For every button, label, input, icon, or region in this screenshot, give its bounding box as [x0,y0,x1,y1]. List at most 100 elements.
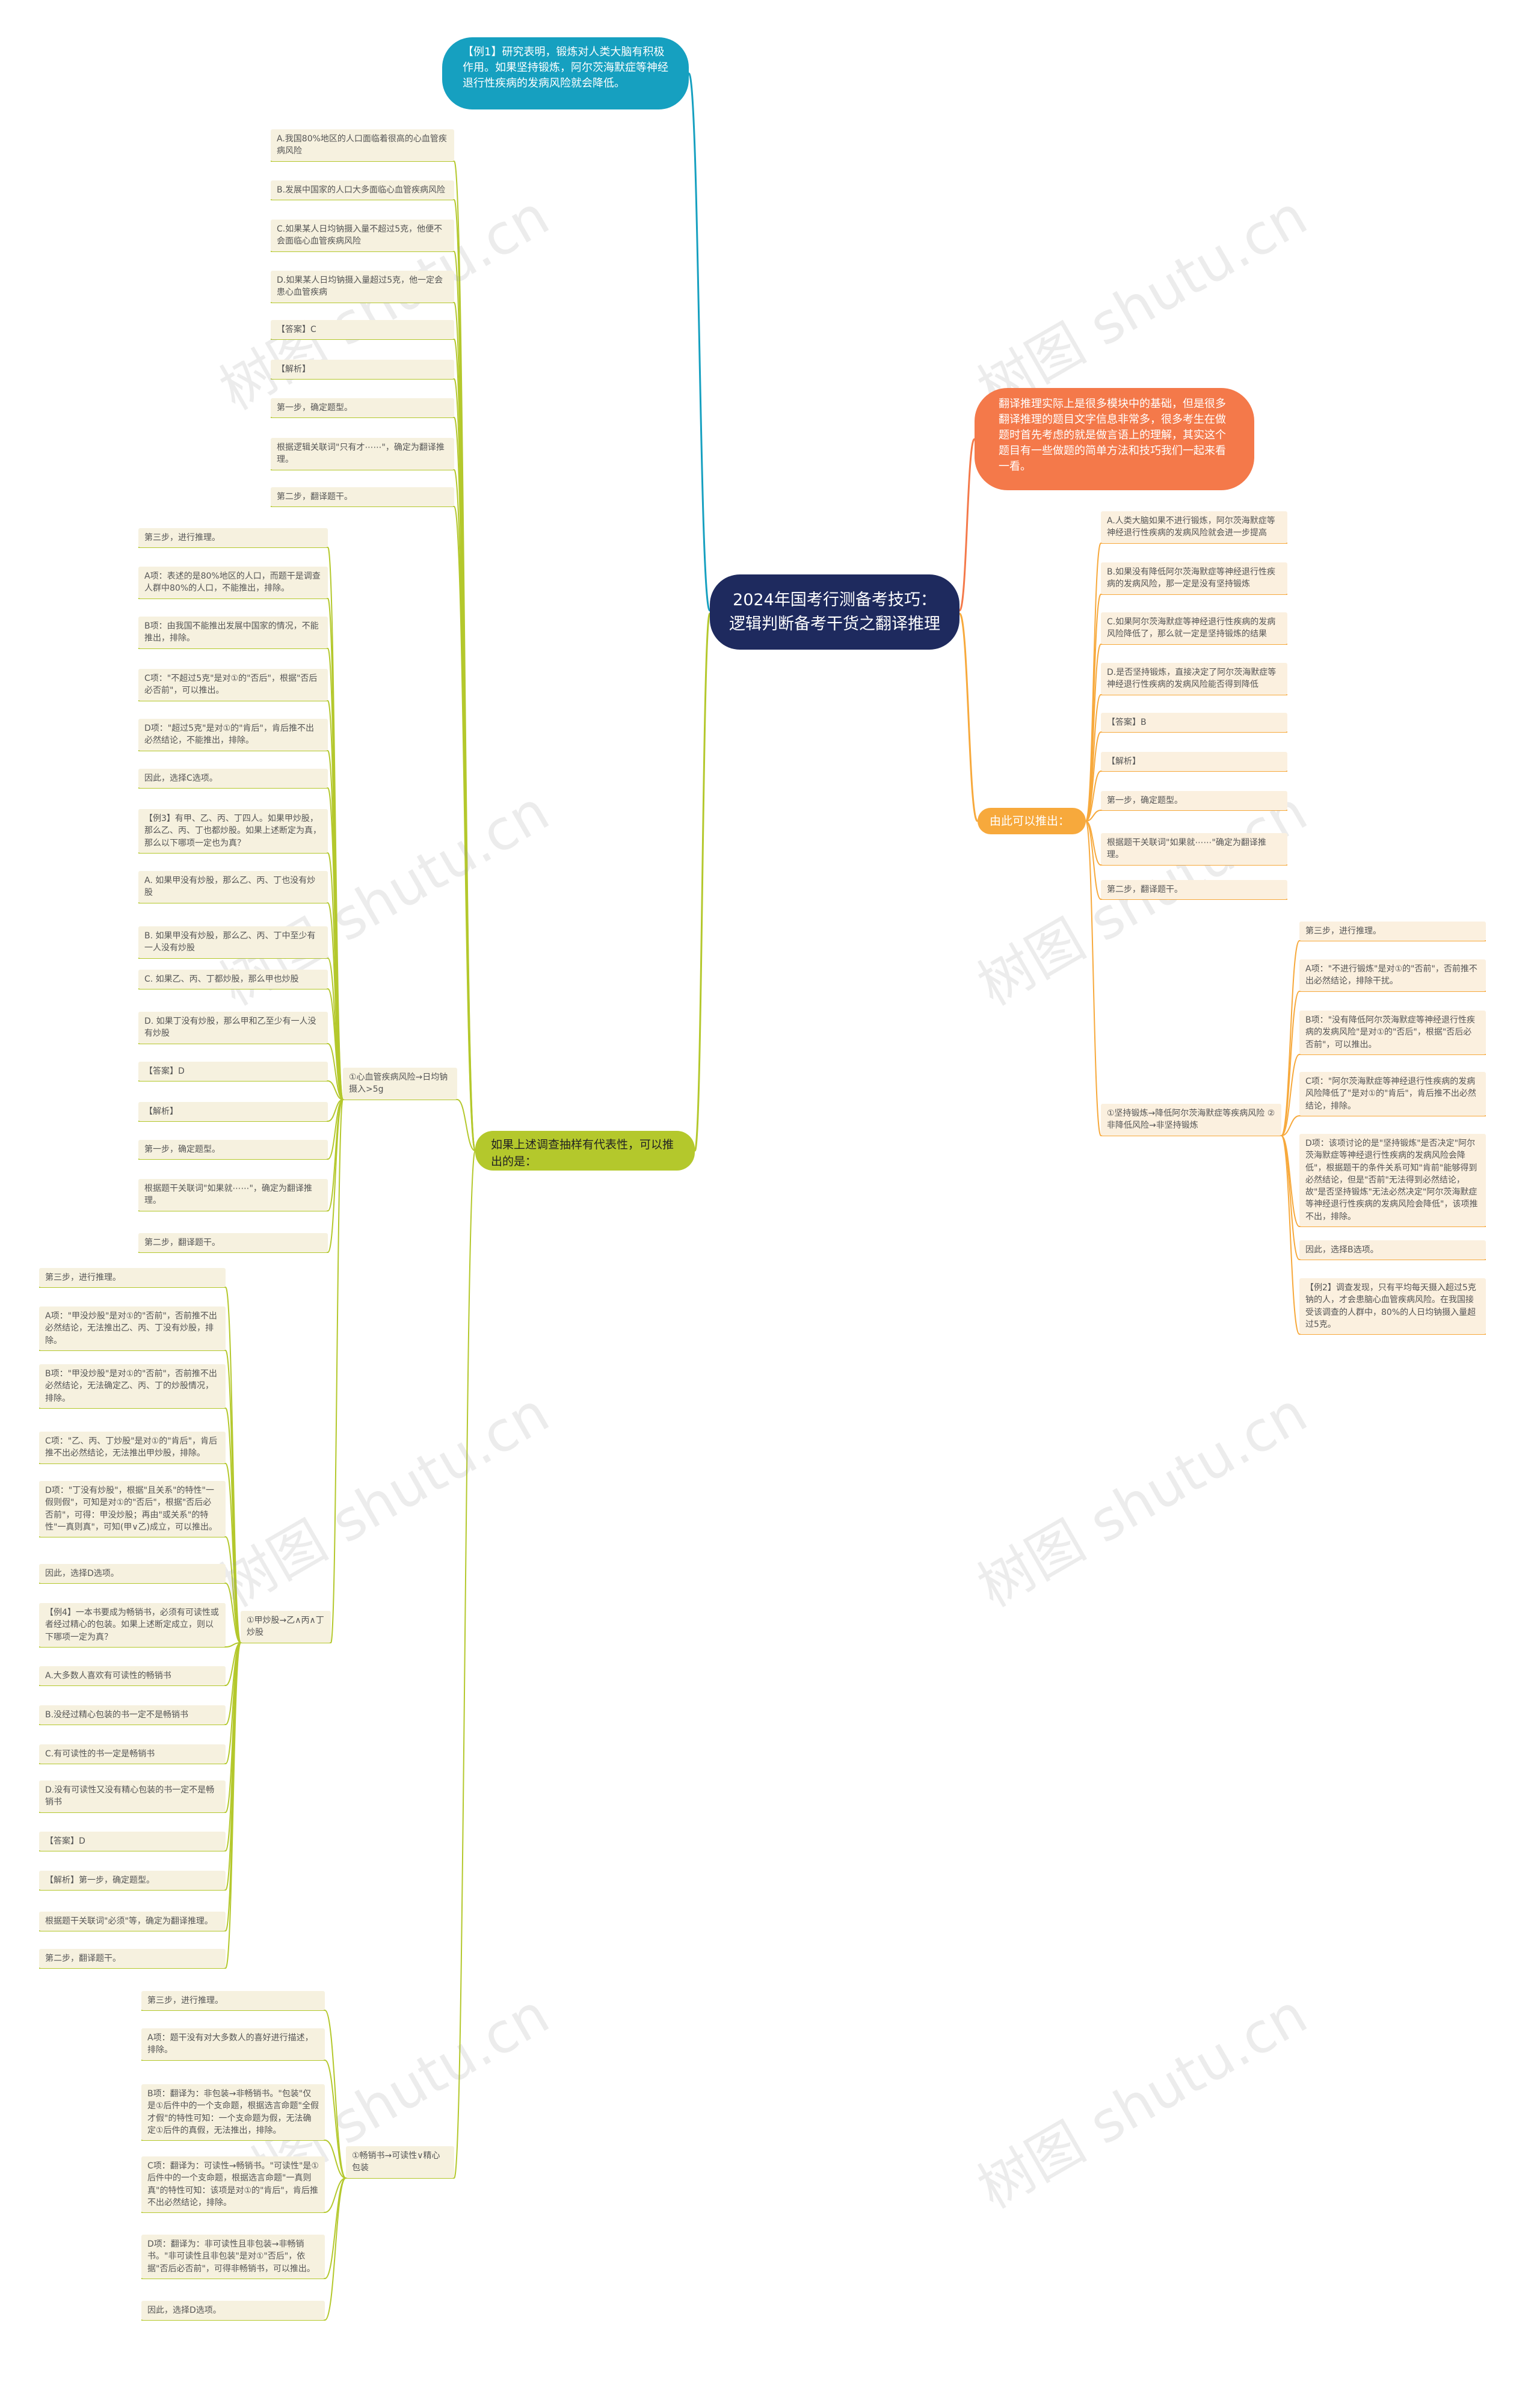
leaf-node[interactable]: 根据题干关联词"必须"等，确定为翻译推理。 [39,1912,226,1931]
connector-line [1281,1135,1300,1227]
leaf-node[interactable]: B项：由我国不能推出发展中国家的情况，不能推出，排除。 [138,617,328,648]
leaf-node[interactable]: A项："甲没炒股"是对①的"否前"，否前推不出必然结论，无法推出乙、丙、丁没有炒… [39,1306,226,1350]
connector-line [324,2060,346,2179]
connector-line [330,1099,343,1643]
leaf-node[interactable]: A.我国80%地区的人口面临着很高的心血管疾病风险 [271,129,454,161]
connector-line [327,988,343,1100]
connector-line [324,2010,346,2179]
leaf-node[interactable]: B项："没有降低阿尔茨海默症等神经退行性疾病的发病风险"是对①的"否后"，根据"… [1299,1011,1486,1054]
connector-line [1281,1135,1300,1335]
leaf-node[interactable]: A项：表述的是80%地区的人口，而题干是调查人群中80%的人口，不能推出，排除。 [138,567,328,599]
leaf-node[interactable]: D项：翻译为：非可读性且非包装→非畅销书。"非可读性且非包装"是对①"否后"，依… [141,2235,325,2279]
leaf-node[interactable]: B.发展中国家的人口大多面临心血管疾病风险 [271,180,454,200]
sub-branch-label[interactable]: ①心血管疾病风险→日均钠摄入>5g [343,1068,457,1100]
leaf-node[interactable]: 根据题干关联词"如果就⋯⋯"确定为翻译推理。 [1101,833,1287,865]
leaf-node[interactable]: 【答案】B [1101,713,1287,733]
connector-line [327,1043,343,1100]
example1-topic[interactable]: 【例1】研究表明，锻炼对人类大脑有积极作用。如果坚持锻炼，阿尔茨海默症等神经退行… [442,37,689,109]
connector-line [225,1642,241,1969]
leaf-node[interactable]: A项："不进行锻炼"是对①的"否前"，否前推不出必然结论，排除干扰。 [1299,959,1486,991]
derive-label-node[interactable]: 由此可以推出： [978,808,1086,834]
connector-line [327,1099,343,1253]
connector-line [225,1583,241,1643]
connector-line [324,2177,346,2279]
connector-line [327,1080,343,1100]
leaf-node[interactable]: A.大多数人喜欢有可读性的畅销书 [39,1666,226,1686]
leaf-node[interactable]: 因此，选择B选项。 [1299,1240,1486,1260]
leaf-node[interactable]: 第二步，翻译题干。 [138,1233,328,1253]
leaf-node[interactable]: C.有可读性的书一定是畅销书 [39,1744,226,1764]
connector-line [1085,594,1101,822]
leaf-node[interactable]: B项：翻译为：非包装→非畅销书。"包装"仅是①后件中的一个支命题，根据选言命题"… [141,2084,325,2141]
leaf-node[interactable]: 【例4】一本书要成为畅销书，必须有可读性或者经过精心的包装。如果上述断定成立，则… [39,1603,226,1647]
intro-topic[interactable]: 翻译推理实际上是很多模块中的基础，但是很多翻译推理的题目文字信息非常多，很多考生… [975,388,1254,490]
leaf-node[interactable]: A项：题干没有对大多数人的喜好进行描述，排除。 [141,2028,325,2060]
leaf-node[interactable]: 【解析】 [271,360,454,380]
sub-branch-label[interactable]: ①畅销书→可读性∨精心包装 [346,2146,454,2178]
leaf-node[interactable]: 根据逻辑关联词"只有才⋯⋯"，确定为翻译推理。 [271,438,454,470]
leaf-node[interactable]: 【解析】 [1101,752,1287,772]
leaf-node[interactable]: D.如果某人日均钠摄入量超过5克，他一定会患心血管疾病 [271,271,454,303]
leaf-node[interactable]: 【答案】D [138,1062,328,1082]
leaf-node[interactable]: C. 如果乙、丙、丁都炒股，那么甲也炒股 [138,970,328,989]
connector-line [225,1536,241,1643]
leaf-node[interactable]: D项："丁没有炒股"，根据"且关系"的特性"一假则假"，可知是对①的"否后"，根… [39,1481,226,1537]
leaf-node[interactable]: 因此，选择D选项。 [141,2301,325,2321]
leaf-node[interactable]: 第二步，翻译题干。 [1101,880,1287,900]
leaf-node[interactable]: B项："甲没炒股"是对①的"否前"，否前推不出必然结论，无法确定乙、丙、丁的炒股… [39,1364,226,1408]
leaf-node[interactable]: 第三步，进行推理。 [1299,922,1486,941]
connector-line [694,612,711,1152]
leaf-node[interactable]: 第二步，翻译题干。 [271,487,454,507]
connector-line [324,2177,346,2321]
leaf-node[interactable]: 第三步，进行推理。 [141,1991,325,2011]
connector-line [327,1099,343,1211]
connector-line [1281,1115,1300,1136]
leaf-node[interactable]: C项："不超过5克"是对①的"否后"，根据"否后必否前"，可以推出。 [138,669,328,701]
leaf-node[interactable]: C项："乙、丙、丁炒股"是对①的"肯后"，肯后推不出必然结论，无法推出甲炒股，排… [39,1432,226,1463]
connector-line [958,612,979,822]
leaf-node[interactable]: A.人类大脑如果不进行锻炼，阿尔茨海默症等神经退行性疾病的发病风险就会进一步提高 [1101,511,1287,543]
root-topic[interactable]: 2024年国考行测备考技巧：逻辑判断备考干货之翻译推理 [710,574,959,650]
sub-branch-label[interactable]: ①坚持锻炼→降低阿尔茨海默症等疾病风险 ②非降低风险→非坚持锻炼 [1101,1104,1281,1136]
connector-line [454,1150,476,2179]
connector-line [688,72,711,612]
leaf-node[interactable]: D.是否坚持锻炼，直接决定了阿尔茨海默症等神经退行性疾病的发病风险能否得到降低 [1101,663,1287,695]
leaf-node[interactable]: 第一步，确定题型。 [1101,791,1287,811]
connector-line [958,438,976,612]
leaf-node[interactable]: 【例3】有甲、乙、丙、丁四人。如果甲炒股，那么乙、丙、丁也都炒股。如果上述断定为… [138,809,328,853]
leaf-node[interactable]: C项："阿尔茨海默症等神经退行性疾病的发病风险降低了"是对①的"肯后"，肯后推不… [1299,1072,1486,1116]
leaf-node[interactable]: 【答案】C [271,320,454,340]
leaf-node[interactable]: 【解析】 [138,1102,328,1122]
connector-line [457,1099,476,1151]
connector-line [1281,1135,1300,1260]
leaf-node[interactable]: D. 如果丁没有炒股，那么甲和乙至少有一人没有炒股 [138,1012,328,1044]
leaf-node[interactable]: 第一步，确定题型。 [138,1140,328,1160]
leaf-node[interactable]: 因此，选择D选项。 [39,1564,226,1584]
leaf-node[interactable]: D项："超过5克"是对①的"肯后"，肯后推不出必然结论，不能推出，排除。 [138,719,328,751]
leaf-node[interactable]: 【答案】D [39,1832,226,1851]
sub-branch-label[interactable]: ①甲炒股→乙∧丙∧丁炒股 [241,1611,331,1643]
leaf-node[interactable]: D.没有可读性又没有精心包装的书一定不是畅销书 [39,1780,226,1812]
leaf-node[interactable]: 【例2】调查发现，只有平均每天摄入超过5克钠的人，才会患脑心血管疾病风险。在我国… [1299,1278,1486,1335]
leaf-node[interactable]: 第二步，翻译题干。 [39,1949,226,1969]
leaf-node[interactable]: 因此，选择C选项。 [138,769,328,789]
leaf-node[interactable]: C.如果某人日均钠摄入量不超过5克，他便不会面临心血管疾病风险 [271,220,454,251]
survey-label-node[interactable]: 如果上述调查抽样有代表性，可以推出的是： [475,1131,695,1171]
connector-line [324,2140,346,2179]
leaf-node[interactable]: 第一步，确定题型。 [271,398,454,418]
leaf-node[interactable]: 第三步，进行推理。 [138,528,328,548]
connector-line [1085,820,1101,1136]
leaf-node[interactable]: C.如果阿尔茨海默症等神经退行性疾病的发病风险降低了，那么就一定是坚持锻炼的结果 [1101,612,1287,644]
leaf-node[interactable]: D项：该项讨论的是"坚持锻炼"是否决定"阿尔茨海默症等神经退行性疾病的发病风险会… [1299,1134,1486,1227]
leaf-node[interactable]: 根据题干关联词"如果就⋯⋯"，确定为翻译推理。 [138,1179,328,1211]
connector-line [1085,810,1101,822]
leaf-node[interactable]: B. 如果甲没有炒股，那么乙、丙、丁中至少有一人没有炒股 [138,926,328,958]
leaf-node[interactable]: A. 如果甲没有炒股，那么乙、丙、丁也没有炒股 [138,871,328,903]
leaf-node[interactable]: B.没经过精心包装的书一定不是畅销书 [39,1705,226,1725]
leaf-node[interactable]: B.如果没有降低阿尔茨海默症等神经退行性疾病的发病风险，那一定是没有坚持锻炼 [1101,562,1287,594]
leaf-node[interactable]: 第三步，进行推理。 [39,1268,226,1288]
leaf-node[interactable]: C项：翻译为：可读性→畅销书。"可读性"是①后件中的一个支命题，根据选言命题"一… [141,2156,325,2213]
leaf-node[interactable]: 【解析】第一步，确定题型。 [39,1871,226,1891]
connector-line [1281,991,1300,1136]
